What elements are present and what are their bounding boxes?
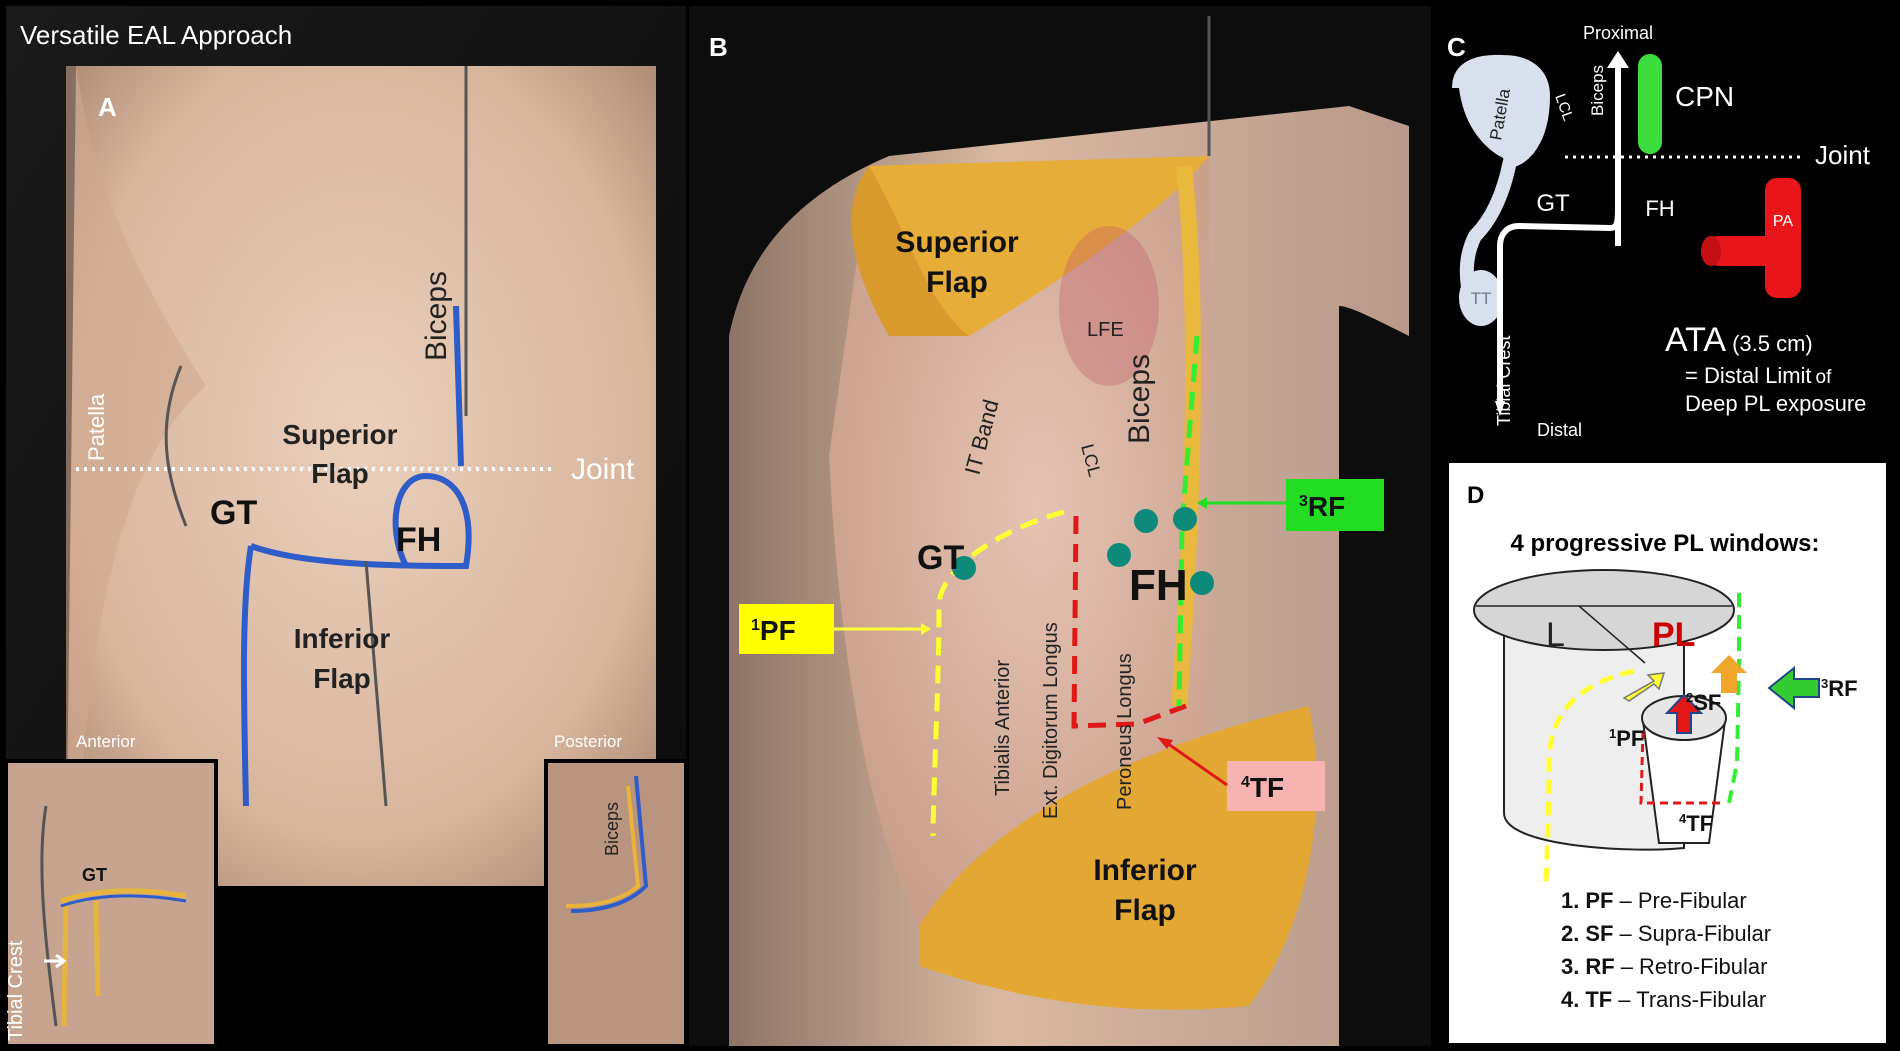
panel-b-photo: B Superior Flap LFE Biceps IT Band LCL G… xyxy=(689,6,1431,1046)
fh-label-a: FH xyxy=(396,521,441,559)
inferior-flap-b xyxy=(919,706,1317,1010)
marker-fh-1 xyxy=(1107,543,1131,567)
svg-text:3RF: 3RF xyxy=(1299,491,1345,522)
biceps-label-c: Biceps xyxy=(1588,65,1607,116)
tag-rf: 3RF xyxy=(1286,479,1384,531)
panel-c: C Proximal Biceps LCL CPN Patella TT Joi… xyxy=(1435,6,1894,457)
ata-label: ATA(3.5 cm) xyxy=(1665,321,1813,359)
panel-a-letter: A xyxy=(98,92,117,122)
inset-gt-label: GT xyxy=(82,865,107,885)
svg-text:1PF: 1PF xyxy=(751,615,796,646)
pf-window-line xyxy=(930,509,1065,837)
incision-line-a xyxy=(240,472,472,807)
pf-arrow-d xyxy=(1622,672,1666,702)
superior-flap-label-a: Superior xyxy=(282,419,397,450)
marker-fh-2 xyxy=(1134,509,1158,533)
tibialis-anterior-label: Tibialis Anterior xyxy=(992,660,1014,796)
marker-fh-3 xyxy=(1173,507,1197,531)
pa-label: PA xyxy=(1773,213,1793,230)
svg-text:Flap: Flap xyxy=(313,663,371,694)
panel-c-diagram: C Proximal Biceps LCL CPN Patella TT Joi… xyxy=(1447,23,1871,440)
panel-c-letter: C xyxy=(1447,32,1466,62)
superior-flap-b xyxy=(869,156,1209,336)
leg-skin xyxy=(66,66,656,886)
tibial-crest-arrow xyxy=(44,953,67,969)
inferior-flap-label-b: Inferior xyxy=(1093,854,1197,887)
svg-text:3RF: 3RF xyxy=(1821,676,1858,701)
gt-label-a: GT xyxy=(210,494,257,532)
svg-text:4TF: 4TF xyxy=(1241,772,1284,803)
figure-title-text: Versatile EAL Approach xyxy=(20,20,293,50)
svg-text:4TF: 4TF xyxy=(1679,811,1713,836)
window-list-item: 1.PF– Pre-Fibular xyxy=(1561,888,1747,913)
tibial-crest-label-c: Tibial Crest xyxy=(1494,336,1514,426)
svg-text:2SF: 2SF xyxy=(1686,690,1721,715)
gt-fh-incision xyxy=(1497,205,1621,406)
rf-arrow-d xyxy=(1767,665,1820,711)
panel-a: A Biceps Patella Superior Flap Joint GT … xyxy=(4,6,688,1048)
inferior-flap-label-a: Inferior xyxy=(294,623,391,654)
tf-window-line xyxy=(1071,515,1187,729)
panel-a-photo: A Biceps Patella Superior Flap Joint GT … xyxy=(4,6,688,1048)
tf-window-d xyxy=(1639,730,1721,805)
joint-label-a: Joint xyxy=(571,453,635,486)
gt-label-b: GT xyxy=(917,539,964,577)
proximal-label: Proximal xyxy=(1583,23,1653,43)
window-list-item: 4.TF– Trans-Fibular xyxy=(1561,987,1766,1012)
patella-label-a: Patella xyxy=(84,393,109,461)
panel-b: B Superior Flap LFE Biceps IT Band LCL G… xyxy=(689,6,1431,1046)
cpn-label: CPN xyxy=(1675,81,1734,112)
pf-window-d xyxy=(1543,668,1635,884)
inset-tibial-crest-label: Tibial Crest xyxy=(6,940,27,1041)
joint-label-c: Joint xyxy=(1815,140,1871,170)
panel-d-diagram: D 4 progressive PL windows: L PL 1PF 2SF… xyxy=(1467,482,1858,1012)
ext-digitorum-longus-label: Ext. Digitorum Longus xyxy=(1040,622,1062,819)
sf-arrow-d xyxy=(1689,655,1747,693)
panel-d: D 4 progressive PL windows: L PL 1PF 2SF… xyxy=(1449,463,1886,1043)
tibial-tuberosity xyxy=(1459,270,1503,326)
panel-d-letter: D xyxy=(1467,482,1484,509)
window-list-item: 2.SF– Supra-Fibular xyxy=(1561,921,1771,946)
svg-text:Flap: Flap xyxy=(1114,894,1176,927)
gt-label-c: GT xyxy=(1536,190,1570,217)
svg-text:1PF: 1PF xyxy=(1609,726,1644,751)
lfe-label: LFE xyxy=(1087,319,1124,341)
window-list: 1.PF– Pre-Fibular 2.SF– Supra-Fibular 3.… xyxy=(1561,888,1771,1012)
inset-biceps-label: Biceps xyxy=(602,802,622,856)
cpn-shape xyxy=(1638,54,1662,154)
rf-window-line xyxy=(1176,335,1200,707)
tag-tf: 4TF xyxy=(1227,761,1325,811)
svg-text:TT: TT xyxy=(1471,289,1492,308)
fh-label-b: FH xyxy=(1129,561,1188,610)
lcl-label-c: LCL xyxy=(1551,92,1576,124)
tag-pf: 1PF xyxy=(739,604,834,654)
ata-note-line2: Deep PL exposure xyxy=(1685,391,1866,416)
panel-b-letter: B xyxy=(709,32,728,62)
biceps-label-a: Biceps xyxy=(420,271,453,361)
marker-gt xyxy=(952,556,976,580)
svg-text:Flap: Flap xyxy=(311,458,369,489)
inset-posterior-label: Posterior xyxy=(554,732,622,751)
inset-anterior-photo xyxy=(4,759,218,1048)
rf-window-d xyxy=(1727,593,1741,804)
inset-anterior-label: Anterior xyxy=(76,732,136,751)
svg-text:Flap: Flap xyxy=(926,266,988,299)
marker-fh-4 xyxy=(1190,571,1214,595)
dissection-field xyxy=(829,156,1209,926)
superior-flap-label-b: Superior xyxy=(895,226,1019,259)
window-list-item: 3.RF– Retro-Fibular xyxy=(1561,954,1767,979)
pl-label: PL xyxy=(1652,616,1695,654)
distal-label: Distal xyxy=(1537,420,1582,440)
fh-label-c: FH xyxy=(1645,196,1674,221)
biceps-label-b: Biceps xyxy=(1123,354,1156,444)
peroneus-longus-label: Peroneus Longus xyxy=(1114,653,1136,810)
panel-d-title: 4 progressive PL windows: xyxy=(1511,530,1820,557)
l-label: L xyxy=(1546,616,1565,654)
